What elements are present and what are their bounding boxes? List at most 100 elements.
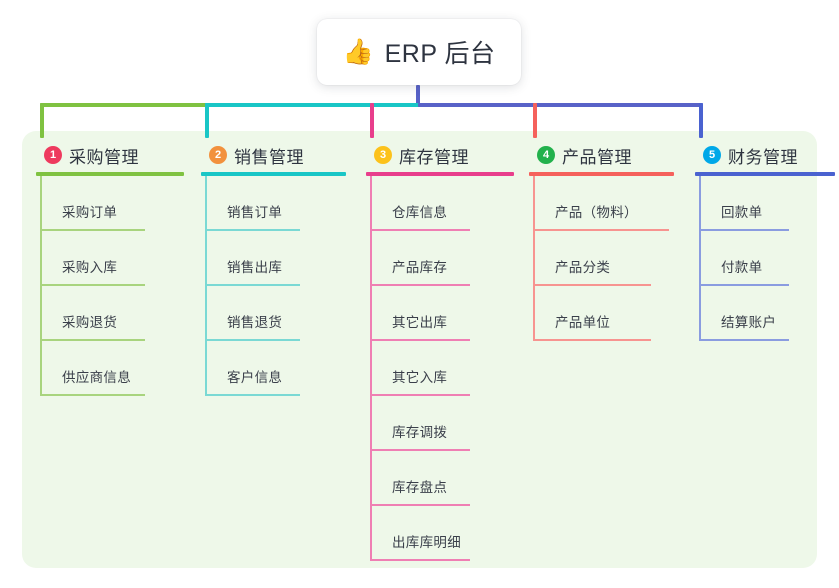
branch-title-1: 采购管理 bbox=[69, 147, 139, 167]
branch-item-label: 其它入库 bbox=[392, 370, 448, 385]
branch-item-underline bbox=[533, 339, 651, 341]
branch-item-label: 销售订单 bbox=[227, 205, 283, 220]
branch-items-1: 采购订单采购入库采购退货供应商信息 bbox=[36, 176, 184, 396]
connector-bar-segment-1 bbox=[40, 103, 209, 107]
branch-item-underline bbox=[370, 559, 470, 561]
branch-item-underline bbox=[533, 284, 651, 286]
branch-item[interactable]: 产品（物料） bbox=[529, 176, 674, 231]
branch-item-label: 产品库存 bbox=[392, 260, 448, 275]
branch-item[interactable]: 产品库存 bbox=[366, 231, 514, 286]
branch-items-2: 销售订单销售出库销售退货客户信息 bbox=[201, 176, 346, 396]
branch-column-3: 3 库存管理仓库信息产品库存其它出库其它入库库存调拨库存盘点出库库明细 bbox=[366, 143, 514, 561]
branch-item-underline bbox=[699, 339, 789, 341]
branch-item[interactable]: 采购订单 bbox=[36, 176, 184, 231]
branch-item-underline bbox=[533, 229, 669, 231]
branch-item-underline bbox=[205, 394, 300, 396]
branch-item[interactable]: 销售订单 bbox=[201, 176, 346, 231]
branch-item-underline bbox=[205, 339, 300, 341]
branch-items-4: 产品（物料） 产品分类产品单位 bbox=[529, 176, 674, 341]
branch-spine-3 bbox=[370, 176, 372, 561]
branch-header-3[interactable]: 3 库存管理 bbox=[366, 143, 514, 167]
branch-item-underline bbox=[370, 394, 470, 396]
connector-drop-3 bbox=[370, 103, 374, 138]
branch-items-3: 仓库信息产品库存其它出库其它入库库存调拨库存盘点出库库明细 bbox=[366, 176, 514, 561]
connector-drop-1 bbox=[40, 103, 44, 138]
connector-drop-4 bbox=[533, 103, 537, 138]
branch-title-3: 库存管理 bbox=[399, 147, 469, 167]
branch-item[interactable]: 结算账户 bbox=[695, 286, 835, 341]
root-node-card[interactable]: 👍 ERP 后台 bbox=[317, 19, 521, 85]
connector-bar-segment-2 bbox=[205, 103, 422, 107]
branch-item-label: 销售出库 bbox=[227, 260, 283, 275]
branch-item-underline bbox=[205, 229, 300, 231]
branch-item-label: 库存调拨 bbox=[392, 425, 448, 440]
branch-item-underline bbox=[370, 339, 470, 341]
branch-header-2[interactable]: 2 销售管理 bbox=[201, 143, 346, 167]
branch-badge-2: 2 bbox=[209, 146, 227, 164]
connector-drop-5 bbox=[699, 103, 703, 138]
branch-badge-1: 1 bbox=[44, 146, 62, 164]
branch-item-label: 销售退货 bbox=[227, 315, 283, 330]
connector-bar-segment-3 bbox=[418, 103, 703, 107]
branch-badge-3: 3 bbox=[374, 146, 392, 164]
branch-item[interactable]: 产品单位 bbox=[529, 286, 674, 341]
branch-badge-5: 5 bbox=[703, 146, 721, 164]
branch-header-1[interactable]: 1 采购管理 bbox=[36, 143, 184, 167]
branch-item-underline bbox=[205, 284, 300, 286]
branch-item-underline bbox=[699, 284, 789, 286]
branch-spine-2 bbox=[205, 176, 207, 396]
branch-item[interactable]: 供应商信息 bbox=[36, 341, 184, 396]
branch-item[interactable]: 库存调拨 bbox=[366, 396, 514, 451]
branch-item-underline bbox=[370, 449, 470, 451]
branch-column-5: 5 财务管理回款单付款单结算账户 bbox=[695, 143, 835, 341]
branch-item[interactable]: 回款单 bbox=[695, 176, 835, 231]
branch-spine-1 bbox=[40, 176, 42, 396]
branch-item-underline bbox=[370, 229, 470, 231]
branch-title-2: 销售管理 bbox=[234, 147, 304, 167]
branch-item-label: 出库库明细 bbox=[392, 535, 461, 550]
branch-item-underline bbox=[699, 229, 789, 231]
branch-item-underline bbox=[40, 394, 145, 396]
branch-item[interactable]: 销售出库 bbox=[201, 231, 346, 286]
branch-item-label: 供应商信息 bbox=[62, 370, 131, 385]
branch-item[interactable]: 采购退货 bbox=[36, 286, 184, 341]
branch-item[interactable]: 出库库明细 bbox=[366, 506, 514, 561]
branch-underline-5 bbox=[695, 172, 835, 176]
branch-item-underline bbox=[40, 284, 145, 286]
branch-spine-5 bbox=[699, 176, 701, 341]
branch-item[interactable]: 采购入库 bbox=[36, 231, 184, 286]
branch-underline-2 bbox=[201, 172, 346, 176]
branch-header-5[interactable]: 5 财务管理 bbox=[695, 143, 835, 167]
branch-item[interactable]: 产品分类 bbox=[529, 231, 674, 286]
branch-item[interactable]: 客户信息 bbox=[201, 341, 346, 396]
branch-item[interactable]: 付款单 bbox=[695, 231, 835, 286]
branch-item-label: 仓库信息 bbox=[392, 205, 448, 220]
root-node-title: ERP 后台 bbox=[384, 40, 496, 68]
branch-item-label: 采购退货 bbox=[62, 315, 118, 330]
branch-spine-4 bbox=[533, 176, 535, 341]
branch-title-5: 财务管理 bbox=[728, 147, 798, 167]
branch-item[interactable]: 其它入库 bbox=[366, 341, 514, 396]
branch-items-5: 回款单付款单结算账户 bbox=[695, 176, 835, 341]
branch-item-underline bbox=[40, 339, 145, 341]
branch-item[interactable]: 销售退货 bbox=[201, 286, 346, 341]
branch-item-underline bbox=[40, 229, 145, 231]
branch-item[interactable]: 其它出库 bbox=[366, 286, 514, 341]
branch-title-4: 产品管理 bbox=[562, 147, 632, 167]
branch-item[interactable]: 库存盘点 bbox=[366, 451, 514, 506]
branch-item-label: 付款单 bbox=[721, 260, 763, 275]
branch-item-label: 库存盘点 bbox=[392, 480, 448, 495]
connector-drop-2 bbox=[205, 103, 209, 138]
thumbs-up-icon: 👍 bbox=[342, 37, 374, 66]
branch-underline-1 bbox=[36, 172, 184, 176]
branch-item-label: 采购订单 bbox=[62, 205, 118, 220]
branch-item-label: 产品（物料） bbox=[555, 205, 638, 220]
branch-item-label: 结算账户 bbox=[721, 315, 777, 330]
branch-item-label: 其它出库 bbox=[392, 315, 448, 330]
branch-underline-4 bbox=[529, 172, 674, 176]
branch-item[interactable]: 仓库信息 bbox=[366, 176, 514, 231]
branch-column-1: 1 采购管理采购订单采购入库采购退货供应商信息 bbox=[36, 143, 184, 396]
